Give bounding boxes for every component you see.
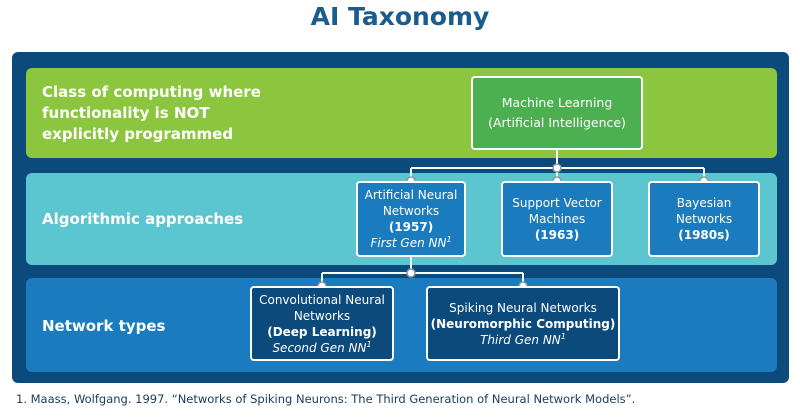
- junction-ann: [406, 268, 416, 278]
- node-bayesian-networks: Bayesian Networks (1980s): [648, 181, 760, 257]
- node-ann-line2: Networks: [382, 204, 440, 218]
- node-cnn-line2: Networks: [293, 308, 351, 323]
- footnote-citation: 1. Maass, Wolfgang. 1997. “Networks of S…: [16, 392, 636, 406]
- node-ann-generation: First Gen NN1: [370, 235, 451, 251]
- node-ann-year: (1957): [388, 220, 434, 234]
- node-snn-gen-text: Third Gen NN: [480, 332, 561, 347]
- node-support-vector-machines: Support Vector Machines (1963): [501, 181, 613, 257]
- node-cnn-gen-text: Second Gen NN: [272, 340, 367, 355]
- node-bayes-line2: Networks: [675, 212, 733, 226]
- node-cnn-footnote-ref: 1: [366, 339, 372, 349]
- label-algorithmic-approaches: Algorithmic approaches: [42, 210, 244, 228]
- diagram-title: AI Taxonomy: [310, 2, 490, 31]
- node-cnn-sub: (Deep Learning): [267, 324, 377, 339]
- node-bayes-line1: Bayesian: [676, 196, 732, 210]
- node-ann-line1: Artificial Neural: [364, 188, 458, 202]
- node-svm-line2: Machines: [528, 212, 586, 226]
- node-svm-year: (1963): [534, 228, 580, 242]
- node-cnn-generation: Second Gen NN1: [272, 340, 371, 356]
- node-ann-footnote-ref: 1: [446, 235, 452, 244]
- node-snn-footnote-ref: 1: [560, 331, 566, 341]
- node-ml-line1: Machine Learning: [501, 95, 613, 110]
- node-snn-line1: Spiking Neural Networks: [449, 300, 597, 315]
- node-cnn-line1: Convolutional Neural: [259, 292, 385, 307]
- node-bayes-year: (1980s): [678, 228, 730, 242]
- node-spiking-neural-networks: Spiking Neural Networks (Neuromorphic Co…: [426, 286, 620, 361]
- junction-ml: [552, 163, 562, 173]
- band-computing-class: [26, 68, 777, 158]
- node-ml-line2: (Artificial Intelligence): [488, 115, 626, 130]
- node-machine-learning: Machine Learning (Artificial Intelligenc…: [471, 76, 643, 150]
- node-convolutional-neural-networks: Convolutional Neural Networks (Deep Lear…: [250, 286, 394, 361]
- node-snn-generation: Third Gen NN1: [480, 332, 566, 348]
- node-ann-gen-text: First Gen NN: [370, 236, 447, 250]
- node-artificial-neural-networks: Artificial Neural Networks (1957) First …: [356, 181, 466, 257]
- band-network-types: [26, 278, 777, 372]
- label-network-types: Network types: [42, 317, 166, 335]
- label-computing-class: Class of computing where functionality i…: [42, 83, 261, 143]
- node-svm-line1: Support Vector: [512, 196, 602, 210]
- node-snn-sub: (Neuromorphic Computing): [430, 316, 616, 331]
